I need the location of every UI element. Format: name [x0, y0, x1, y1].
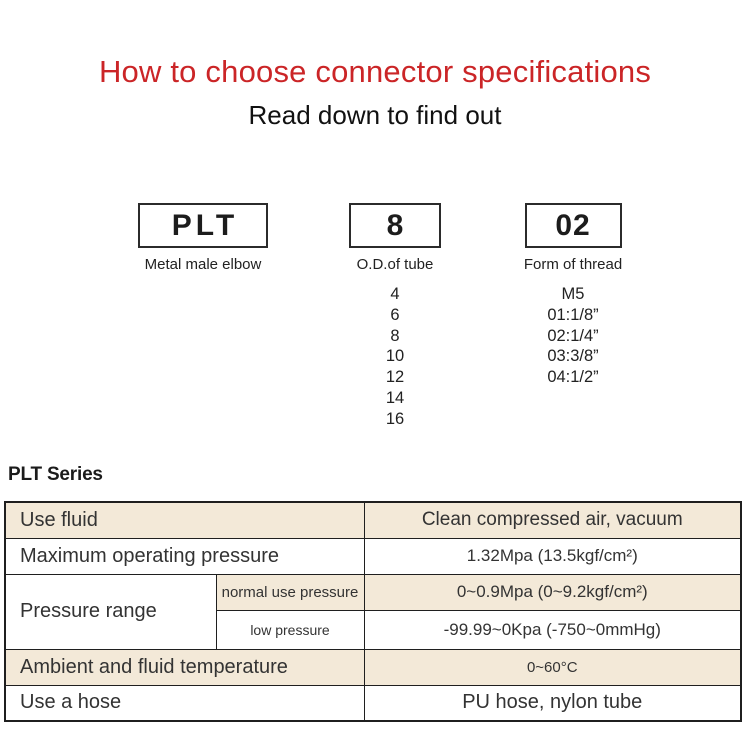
tube-od-code-box: 8: [349, 203, 441, 248]
table-row-ambient-temperature: Ambient and fluid temperature 0~60°C: [4, 648, 742, 686]
option-item: M5: [561, 285, 585, 303]
option-item: 04:1/2”: [547, 368, 599, 387]
ambient-temperature-label: Ambient and fluid temperature: [4, 648, 365, 686]
option-item: 8: [390, 326, 400, 345]
page-title: How to choose connector specifications: [98, 54, 652, 89]
table-row-max-pressure: Maximum operating pressure 1.32Mpa (13.5…: [4, 537, 742, 575]
option-item: 16: [385, 409, 405, 428]
pressure-range-label: Pressure range: [4, 573, 217, 650]
table-row-use-fluid: Use fluid Clean compressed air, vacuum: [4, 501, 742, 539]
normal-pressure-value: 0~0.9Mpa (0~9.2kgf/cm²): [363, 573, 742, 611]
thread-code-label: Form of thread: [523, 256, 623, 273]
option-item: 4: [390, 285, 400, 303]
use-fluid-value: Clean compressed air, vacuum: [363, 501, 742, 539]
hose-value: PU hose, nylon tube: [363, 684, 742, 722]
option-item: 02:1/4”: [547, 326, 599, 345]
table-row-low-pressure: low pressure -99.99~0Kpa (-750~0mmHg): [5, 609, 742, 650]
thread-code-box: 02: [524, 203, 622, 248]
model-code-label: Metal male elbow: [144, 256, 262, 273]
low-pressure-label: low pressure: [215, 609, 365, 650]
spec-table: Use fluid Clean compressed air, vacuum M…: [4, 501, 742, 722]
spec-column-model: PLT Metal male elbow: [103, 203, 303, 284]
option-item: 6: [390, 305, 400, 324]
max-pressure-value: 1.32Mpa (13.5kgf/cm²): [363, 537, 742, 575]
table-row-normal-pressure: Pressure range normal use pressure 0~0.9…: [4, 573, 742, 650]
series-heading: PLT Series: [8, 464, 103, 485]
option-item: 10: [385, 347, 405, 366]
table-row-hose: Use a hose PU hose, nylon tube: [4, 684, 742, 722]
model-code-box: PLT: [138, 203, 268, 248]
use-fluid-label: Use fluid: [4, 501, 365, 539]
option-item: 12: [385, 368, 405, 387]
hose-label: Use a hose: [4, 684, 365, 722]
option-item: 03:3/8”: [547, 347, 599, 366]
spec-column-thread: 02 Form of thread M5 01:1/8” 02:1/4” 03:3/8…: [474, 203, 672, 388]
max-pressure-label: Maximum operating pressure: [4, 537, 365, 575]
tube-od-code-label: O.D.of tube: [356, 256, 434, 273]
normal-pressure-label: normal use pressure: [215, 573, 365, 611]
page-subtitle: Read down to find out: [248, 100, 502, 130]
thread-options-list: M5 01:1/8” 02:1/4” 03:3/8” 04:1/2”: [474, 284, 672, 388]
ambient-temperature-value: 0~60°C: [363, 648, 742, 686]
option-item: 01:1/8”: [547, 305, 599, 324]
option-item: 14: [385, 388, 405, 407]
low-pressure-value: -99.99~0Kpa (-750~0mmHg): [363, 609, 742, 650]
